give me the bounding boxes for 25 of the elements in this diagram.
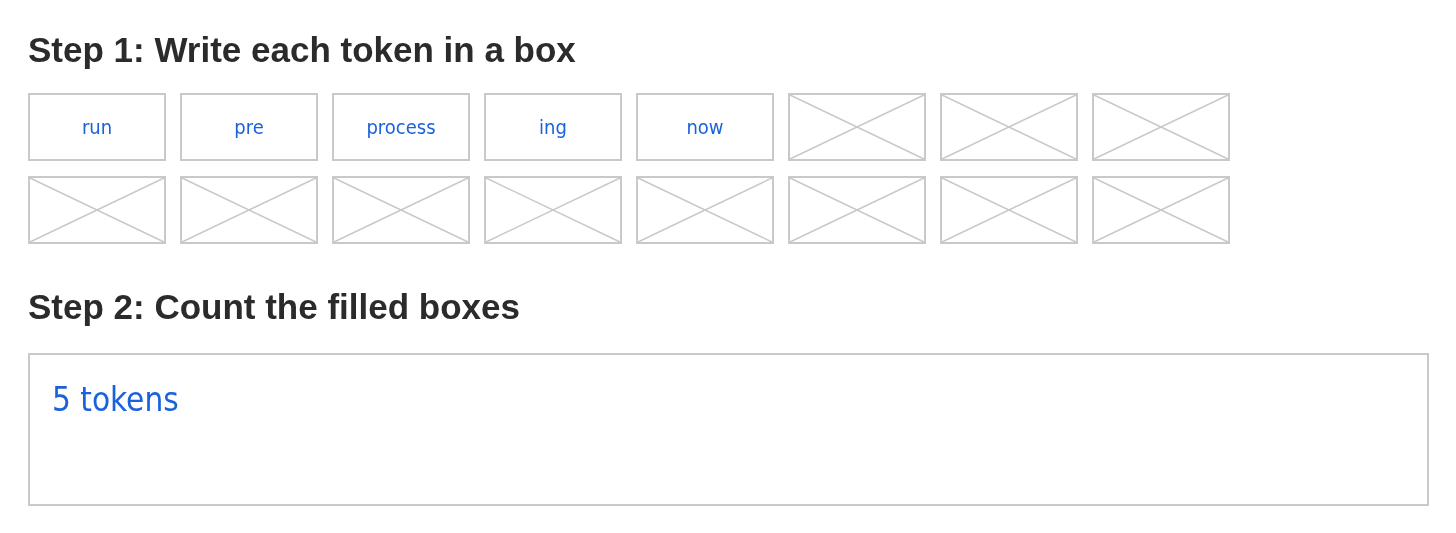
token-answer-box xyxy=(332,93,470,161)
crossed-out-token-box xyxy=(180,176,318,244)
handwritten-token: pre xyxy=(234,115,264,139)
handwritten-token: ing xyxy=(539,115,567,139)
handwritten-token: run xyxy=(81,115,113,139)
token-answer-box xyxy=(636,93,774,161)
crossed-out-token-box xyxy=(1092,176,1230,244)
handwritten-answer: 5 tokens xyxy=(52,381,179,419)
crossed-out-token-box xyxy=(484,176,622,244)
crossed-out-token-box xyxy=(332,176,470,244)
crossed-out-token-box xyxy=(788,93,926,161)
step-heading: Step 2: Count the filled boxes xyxy=(28,287,520,328)
crossed-out-token-box xyxy=(940,176,1078,244)
answer-box xyxy=(28,353,1429,506)
crossed-out-token-box xyxy=(636,176,774,244)
crossed-out-token-box xyxy=(788,176,926,244)
crossed-out-token-box xyxy=(1092,93,1230,161)
crossed-out-token-box xyxy=(940,93,1078,161)
crossed-out-token-box xyxy=(28,176,166,244)
token-answer-box xyxy=(484,93,622,161)
handwritten-token: process xyxy=(366,115,436,139)
step-heading: Step 1: Write each token in a box xyxy=(28,30,576,71)
handwritten-token: now xyxy=(686,115,724,139)
token-answer-box xyxy=(180,93,318,161)
token-answer-box xyxy=(28,93,166,161)
